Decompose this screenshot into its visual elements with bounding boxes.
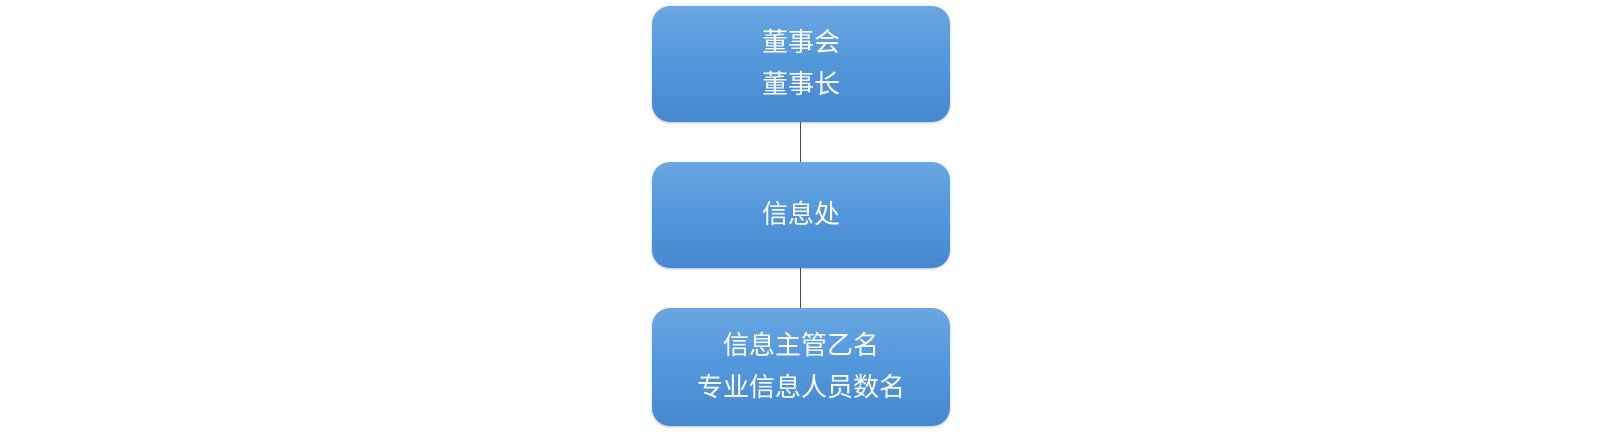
chairman-label: 董事长 — [761, 70, 840, 100]
info-manager-label: 信息主管乙名 — [722, 331, 879, 361]
info-office-label: 信息处 — [761, 200, 840, 230]
connector-board-to-info-office — [800, 122, 801, 162]
info-office-node: 信息处 — [652, 162, 950, 268]
board-node: 董事会 董事长 — [652, 6, 950, 122]
info-specialists-label: 专业信息人员数名 — [696, 373, 905, 403]
info-staff-node: 信息主管乙名 专业信息人员数名 — [652, 308, 950, 426]
board-label: 董事会 — [761, 28, 840, 58]
connector-info-office-to-staff — [800, 268, 801, 308]
